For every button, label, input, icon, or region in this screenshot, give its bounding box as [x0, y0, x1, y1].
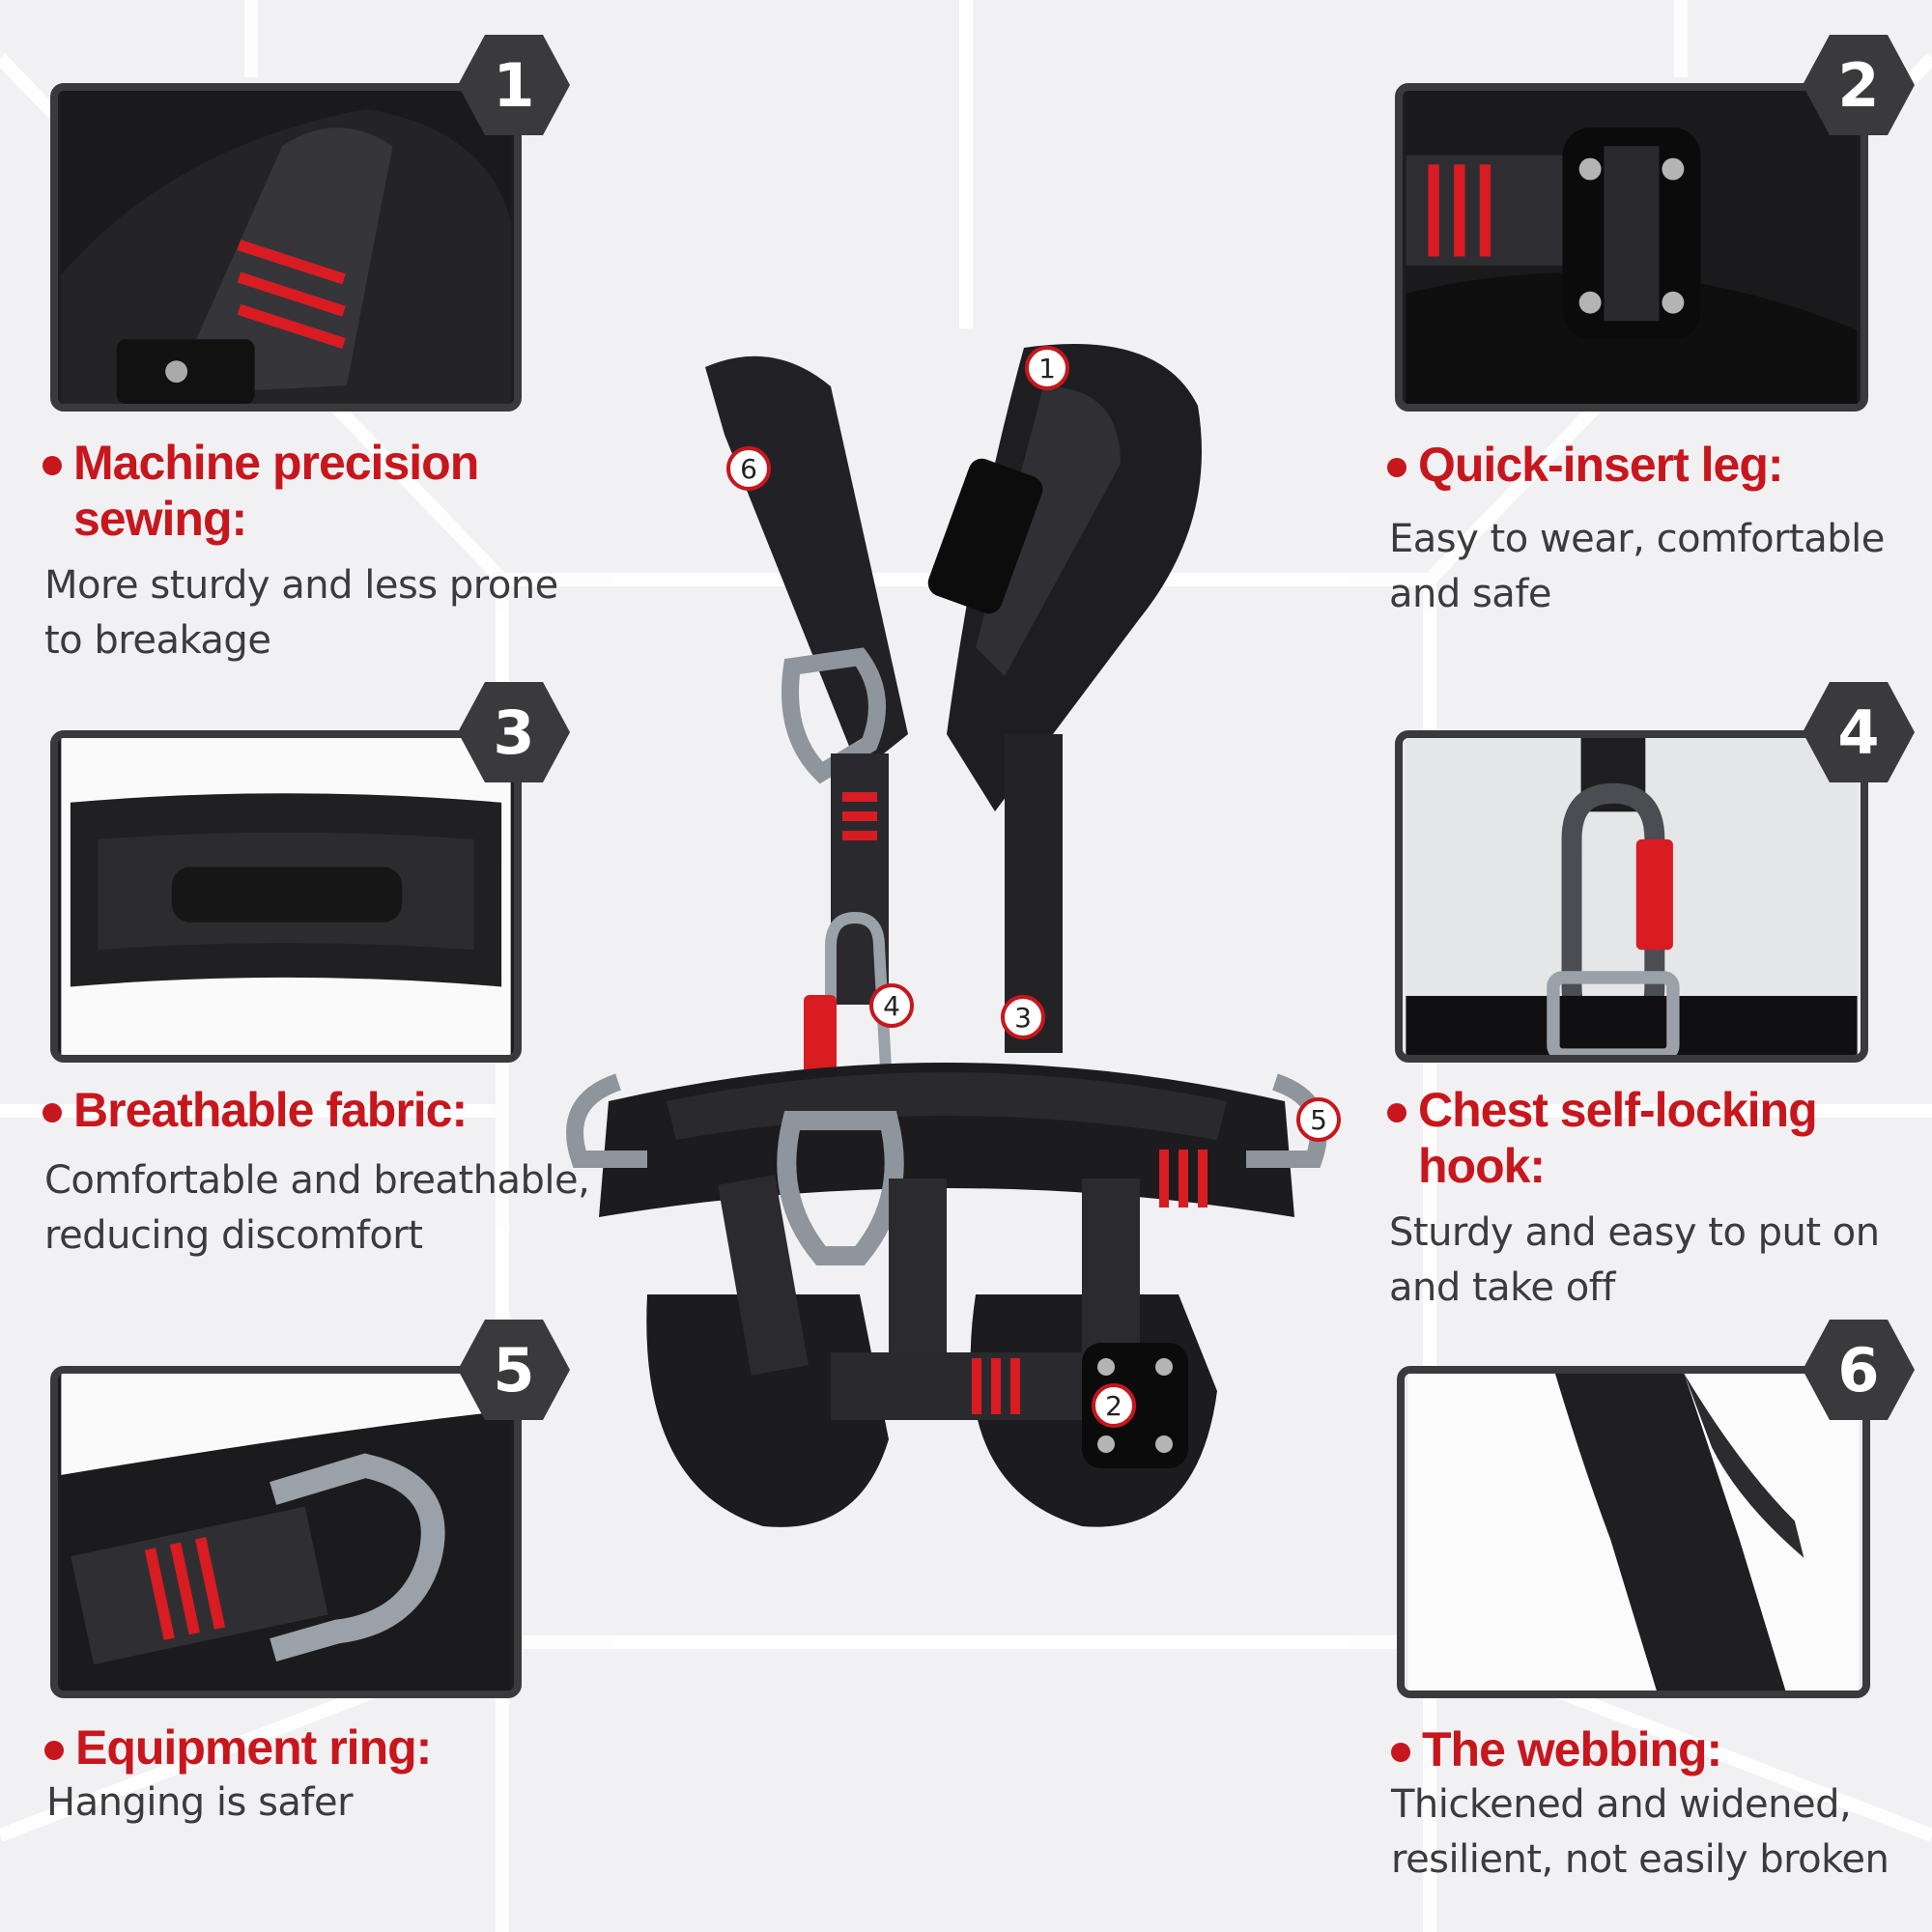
feature-photo-fabric — [50, 730, 522, 1063]
harness-marker-5: 5 — [1296, 1097, 1341, 1142]
feature-desc-5: Hanging is safer — [46, 1780, 354, 1825]
carabiner-image — [1406, 738, 1858, 1055]
feature-photo-ring — [50, 1366, 522, 1698]
bullet-icon — [43, 1103, 62, 1122]
bullet-icon — [43, 456, 62, 475]
badge-2: 2 — [1803, 35, 1915, 135]
harness-marker-2: 2 — [1092, 1383, 1136, 1428]
harness-illustration — [566, 344, 1327, 1527]
bullet-icon — [1387, 1103, 1406, 1122]
feature-desc-4: Sturdy and easy to put on and take off — [1389, 1210, 1880, 1310]
feature-title-6: The webbing: — [1391, 1721, 1722, 1777]
bullet-icon — [1391, 1743, 1410, 1762]
harness-marker-3: 3 — [1001, 995, 1045, 1039]
feature-desc-2: Easy to wear, comfortable and safe — [1389, 517, 1885, 616]
buckle-image — [1406, 91, 1858, 404]
badge-6: 6 — [1803, 1320, 1915, 1420]
feature-photo-webbing — [1397, 1366, 1870, 1698]
feature-desc-1: More sturdy and less prone to breakage — [44, 563, 558, 663]
bullet-icon — [1387, 458, 1406, 477]
harness-marker-1: 1 — [1025, 346, 1069, 390]
webbing-image — [1407, 1374, 1860, 1690]
bullet-icon — [44, 1741, 64, 1760]
feature-title-3: Breathable fabric: — [43, 1082, 468, 1138]
d-ring-image — [61, 1374, 511, 1690]
feature-title-2: Quick-insert leg: — [1387, 437, 1784, 493]
feature-desc-3: Comfortable and breathable, reducing dis… — [44, 1158, 590, 1258]
feature-photo-carabiner — [1395, 730, 1868, 1063]
badge-4: 4 — [1803, 682, 1915, 782]
feature-title-4: Chest self-locking hook: — [1387, 1082, 1818, 1194]
feature-photo-sewing — [50, 83, 522, 412]
harness-marker-4: 4 — [869, 983, 914, 1028]
feature-title-5: Equipment ring: — [44, 1719, 432, 1776]
harness-product-image — [541, 328, 1352, 1565]
badge-5: 5 — [458, 1320, 570, 1420]
feature-title-1: Machine precision sewing: — [43, 435, 479, 547]
badge-3: 3 — [458, 682, 570, 782]
badge-1: 1 — [458, 35, 570, 135]
shoulder-pad-image — [61, 91, 511, 404]
feature-photo-quick-insert — [1395, 83, 1868, 412]
feature-desc-6: Thickened and widened, resilient, not ea… — [1391, 1782, 1889, 1882]
padding-image — [61, 738, 511, 1055]
harness-marker-6: 6 — [726, 446, 771, 491]
